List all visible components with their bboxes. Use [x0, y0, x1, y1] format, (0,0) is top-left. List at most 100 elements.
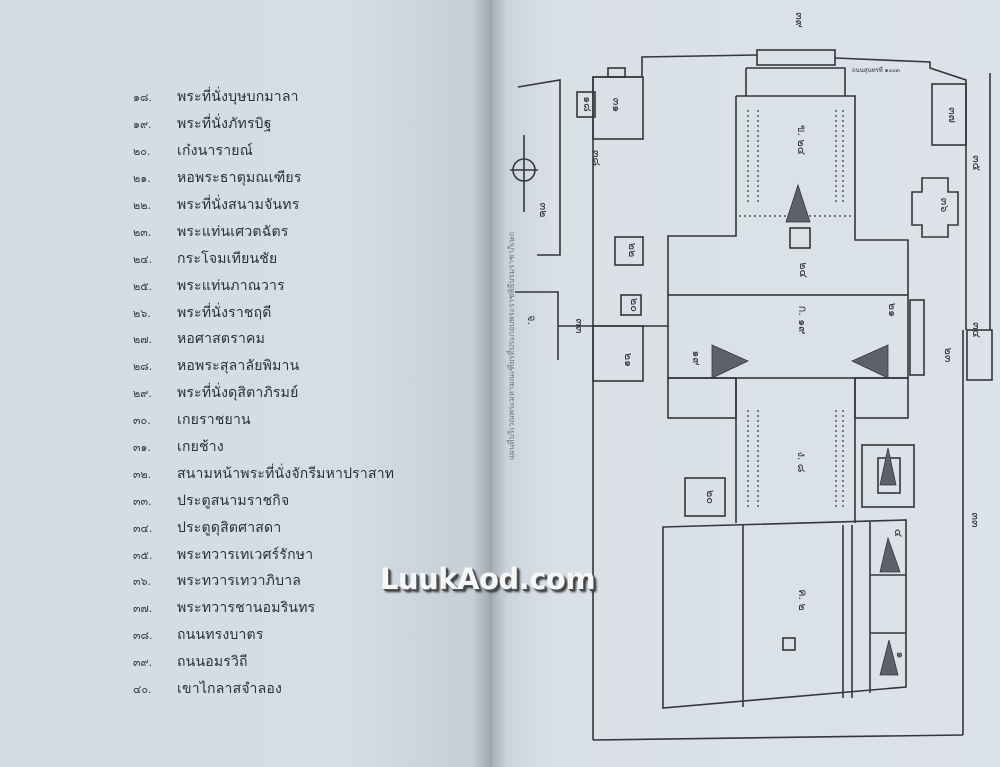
- legend-item: ๑๘. พระที่นั่งบุษบกมาลา: [133, 84, 394, 111]
- legend-number: ๓๔.: [133, 521, 153, 535]
- palace-floor-plan: ๓๙๑๘๓๑๓๘๓๒๒๒๒๐จ.๓๓๒๑๑๙ก. ๑๙๒๑๒๔ข. ๒๔๓๗๓๖…: [510, 12, 993, 741]
- legend-label: หอพระสุลาลัยพิมาน: [177, 358, 300, 375]
- legend-item: ๒๓. พระแท่นเศวตฉัตร: [133, 218, 394, 245]
- legend-number: ๔๐.: [133, 683, 152, 697]
- plan-label: ๒๐: [704, 490, 717, 504]
- legend-label: เกยราชยาน: [177, 412, 251, 429]
- legend-number: ๑๘.: [133, 91, 152, 105]
- legend-item: ๓๙. ถนนอมรวิถี: [133, 649, 394, 676]
- legend-number: ๓๓.: [133, 494, 152, 508]
- legend-label: หอศาสตราคม: [177, 331, 265, 348]
- legend-item: ๒๖. พระที่นั่งราชฤดี: [133, 299, 394, 326]
- plan-label: ๓๓: [573, 318, 586, 333]
- plan-label: ๒๐: [628, 298, 641, 312]
- legend-label: ประตูสนามราชกิจ: [177, 492, 290, 509]
- plan-label: ๓๖: [938, 198, 951, 213]
- legend-item: ๓๑. เกยช้าง: [133, 434, 394, 461]
- left-page: ๑๘. พระที่นั่งบุษบกมาลา๑๙. พระที่นั่งภัทรบ…: [0, 0, 492, 767]
- legend-number: ๒๖.: [133, 306, 151, 320]
- legend-number: ๒๓.: [133, 225, 152, 239]
- legend-label: หอพระธาตุมณเฑียร: [177, 170, 302, 187]
- legend-label: ถนนอมรวิถี: [177, 654, 248, 671]
- road-label: ถนนสุนทรที่ ๑๐๐๓: [852, 66, 900, 74]
- legend-label: ถนนทรงบาตร: [177, 627, 264, 644]
- legend-label: พระแท่นภาณวาร: [177, 277, 285, 294]
- plan-label: ๒๒: [626, 243, 639, 258]
- legend-label: เก๋งนารายณ์: [177, 143, 253, 160]
- plan-label: ก. ๑๙: [796, 306, 809, 335]
- legend-number: ๓๒.: [133, 467, 152, 481]
- legend-number: ๓๙.: [133, 656, 153, 670]
- plan-label: ๒๑: [622, 353, 635, 367]
- plan-label: ๓๓: [969, 512, 982, 527]
- legend-label: พระที่นั่งดุสิตาภิรมย์: [177, 385, 299, 402]
- legend-label: กระโจมเทียนชัย: [177, 250, 278, 267]
- legend-number: ๓๗.: [133, 602, 153, 616]
- legend-number: ๑๙.: [133, 118, 152, 132]
- plan-label: ๓๙: [793, 12, 806, 28]
- plan-labels: ๓๙๑๘๓๑๓๘๓๒๒๒๒๐จ.๓๓๒๑๑๙ก. ๑๙๒๑๒๔ข. ๒๔๓๗๓๖…: [525, 12, 983, 658]
- legend-number: ๓๖.: [133, 575, 151, 589]
- legend-number: ๓๑.: [133, 441, 151, 455]
- legend-number: ๓๘.: [133, 629, 153, 643]
- legend-item: ๓๖. พระทวารเทวาภิบาล: [133, 568, 394, 595]
- plan-label: ๓๘: [590, 150, 603, 166]
- plan-label: ค. ๒: [796, 589, 809, 611]
- plan-label: ๑๘: [581, 96, 594, 111]
- legend-item: ๒๕. พระแท่นภาณวาร: [133, 272, 394, 299]
- plan-label: ๓๑: [610, 98, 623, 113]
- legend-number: ๒๐.: [133, 145, 151, 159]
- legend-number: ๒๒.: [133, 199, 151, 212]
- legend-label: พระทวารเทวาภิบาล: [177, 573, 302, 590]
- legend-label: พระที่นั่งบุษบกมาลา: [177, 89, 299, 106]
- legend-number: ๒๙.: [133, 387, 152, 401]
- plan-label: ๒๔: [797, 262, 810, 278]
- legend-label: ประตูดุสิตศาสดา: [177, 519, 282, 536]
- north-gate: [756, 49, 836, 66]
- legend-item: ๒๐. เก๋งนารายณ์: [133, 138, 394, 165]
- legend-label: พระแท่นเศวตฉัตร: [177, 223, 289, 240]
- legend-item: ๓๐. เกยราชยาน: [133, 407, 394, 434]
- legend-label: พระทวารเทเวศร์รักษา: [177, 546, 314, 563]
- legend-item: ๒๗.หอศาสตราคม: [133, 326, 394, 353]
- legend-item: ๒๑. หอพระธาตุมณเฑียร: [133, 165, 394, 192]
- top-wall-right: [834, 57, 967, 330]
- plan-label: ๑๙: [690, 350, 703, 365]
- legend-number: ๒๕.: [133, 279, 153, 293]
- legend-item: ๓๕. พระทวารเทเวศร์รักษา: [133, 541, 394, 568]
- legend-item: ๑๙. พระที่นั่งภัทรบิฐ: [133, 111, 394, 138]
- legend-label: พระทวารชานอมรินทร: [177, 600, 316, 617]
- legend-item: ๒๒. พระที่นั่งสนามจันทร: [133, 192, 394, 219]
- legend-number: ๒๑.: [133, 172, 151, 186]
- legend-item: ๒๙. พระที่นั่งดุสิตาภิรมย์: [133, 380, 394, 407]
- legend-item: ๓๗. พระทวารชานอมรินทร: [133, 595, 394, 622]
- watermark: LuukAod.com: [380, 562, 596, 596]
- plan-label: จ.: [525, 315, 538, 325]
- legend-number: ๒๘.: [133, 360, 153, 374]
- legend-label: พระที่นั่งราชฤดี: [177, 304, 272, 321]
- legend-number: ๒๔.: [133, 252, 153, 266]
- plan-label: ๓๒: [537, 203, 550, 218]
- top-wall: [593, 54, 758, 78]
- plan-label: ๑: [894, 652, 907, 659]
- plan-label: ๓๕: [970, 155, 983, 171]
- legend-item: ๒๔. กระโจมเทียนชัย: [133, 245, 394, 272]
- plan-label: ข. ๒๔: [795, 125, 808, 155]
- legend-label: เกยช้าง: [177, 439, 224, 456]
- building-37: [931, 83, 967, 146]
- legend-item: ๓๓. ประตูสนามราชกิจ: [133, 487, 394, 514]
- plan-label: ๔: [892, 529, 905, 537]
- legend-number: ๓๐.: [133, 414, 151, 428]
- legend-item: ๒๘. หอพระสุลาลัยพิมาน: [133, 353, 394, 380]
- legend-number: ๓๕.: [133, 548, 153, 562]
- legend-list: ๑๘. พระที่นั่งบุษบกมาลา๑๙. พระที่นั่งภัทรบ…: [133, 84, 394, 702]
- legend-item: ๔๐. เขาไกลาสจำลอง: [133, 676, 394, 703]
- legend-label: เขาไกลาสจำลอง: [177, 681, 283, 698]
- plan-label: ๓๔: [970, 322, 983, 338]
- plan-label: ๓๗: [946, 107, 959, 123]
- legend-label: สนามหน้าพระที่นั่งจักรีมหาปราสาท: [177, 465, 395, 482]
- plan-label: ๒๑: [886, 303, 899, 317]
- legend-label: พระที่นั่งภัทรบิฐ: [177, 116, 272, 133]
- legend-item: ๓๒. สนามหน้าพระที่นั่งจักรีมหาปราสาท: [133, 460, 394, 487]
- legend-label: พระที่นั่งสนามจันทร: [177, 197, 300, 213]
